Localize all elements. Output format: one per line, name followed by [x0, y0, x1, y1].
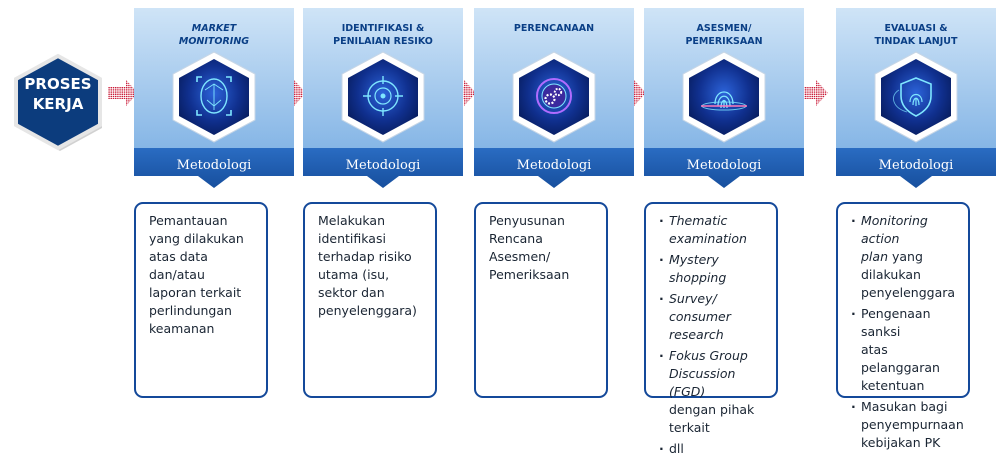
stage-title-line: MARKET	[191, 23, 237, 34]
description-line: sektor dan	[318, 285, 385, 300]
methodology-label: Metodologi	[516, 158, 592, 173]
stage-card-1: MARKET MONITORING Metodologi	[134, 8, 294, 190]
methodology-label: Metodologi	[878, 158, 954, 173]
gears-icon	[512, 51, 596, 143]
description-item-text: research	[669, 327, 724, 342]
description-item: Thematic examination	[659, 212, 768, 248]
stage-card-3: PERENCANAAN Metodologi	[474, 8, 634, 190]
description-item-text: Fokus Group	[669, 348, 748, 363]
description-line: Pemantauan	[149, 213, 228, 228]
start-line-1: PROSES	[24, 75, 92, 93]
description-item-text: atas pelanggaran	[861, 342, 940, 375]
description-line: dan/atau	[149, 267, 205, 282]
description-item-text: plan	[861, 249, 888, 264]
description-item: Monitoring action plan yang dilakukan peny…	[851, 212, 960, 302]
description-line: terhadap risiko	[318, 249, 412, 264]
methodology-label: Metodologi	[345, 158, 421, 173]
description-item-text: dengan pihak terkait	[669, 402, 755, 435]
stage-title-line: PERENCANAAN	[513, 23, 595, 34]
stage-description-2: Melakukan identifikasi terhadap risiko utam…	[303, 202, 437, 398]
description-line: Asesmen/	[489, 249, 551, 264]
description-line: yang dilakukan	[149, 231, 244, 246]
methodology-label: Metodologi	[176, 158, 252, 173]
stage-card-2: IDENTIFIKASI & PENILAIAN RESIKO Metodologi	[303, 8, 463, 190]
description-item-text: ketentuan	[861, 378, 925, 393]
stage-title-line: MONITORING	[178, 36, 250, 47]
stage-title: PERENCANAAN	[480, 22, 628, 35]
description-line: penyelenggara)	[318, 303, 417, 318]
flow-arrow-1	[108, 80, 138, 106]
stage-title-line: EVALUASI &	[884, 23, 948, 34]
description-item-text: dll	[669, 441, 684, 456]
stage-description-4: Thematic examinationMystery shoppingSurve…	[644, 202, 778, 458]
description-line: utama (isu,	[318, 267, 390, 282]
description-item-tail: yang dilakukan	[861, 249, 923, 282]
start-badge: PROSES KERJA	[8, 52, 108, 152]
description-list: Monitoring action plan yang dilakukan peny…	[851, 212, 964, 452]
description-line: Penyusunan	[489, 213, 565, 228]
start-label: PROSES KERJA	[8, 74, 108, 114]
description-line: Pemeriksaan	[489, 267, 570, 282]
description-item-text: Monitoring action	[861, 213, 928, 246]
description-line: atas data	[149, 249, 208, 264]
start-line-2: KERJA	[32, 95, 84, 113]
description-item-text: penyelenggara	[861, 285, 956, 300]
stage-title-line: ASESMEN/	[696, 23, 752, 34]
stage-title-line: PEMERIKSAAN	[685, 36, 763, 47]
stage-card-5: EVALUASI & TINDAK LANJUT Metodologi	[836, 8, 996, 190]
description-line: laporan terkait	[149, 285, 242, 300]
target-scan-icon	[341, 51, 425, 143]
stage-title: EVALUASI & TINDAK LANJUT	[842, 22, 990, 48]
shield-fingerprint-icon	[874, 51, 958, 143]
description-item-text: Survey/ consumer	[669, 291, 731, 324]
description-line: Melakukan	[318, 213, 385, 228]
fingerprint-scan-icon	[682, 51, 766, 143]
stage-title: MARKET MONITORING	[140, 22, 288, 48]
description-item-text: Masukan bagi	[861, 399, 948, 414]
description-line: identifikasi	[318, 231, 386, 246]
stage-description-5: Monitoring action plan yang dilakukan peny…	[836, 202, 970, 450]
stage-title: IDENTIFIKASI & PENILAIAN RESIKO	[309, 22, 457, 48]
flow-arrow-5	[798, 80, 828, 106]
description-item-text: Discussion (FGD)	[669, 366, 736, 399]
description-item-text: examination	[669, 231, 747, 246]
description-line: Rencana	[489, 231, 543, 246]
description-item-text: Pengenaan sanksi	[861, 306, 931, 339]
description-list: Thematic examinationMystery shoppingSurve…	[659, 212, 768, 458]
description-item: Mystery shopping	[659, 251, 768, 287]
description-item-text: Thematic	[669, 213, 728, 228]
description-item-text: kebijakan PK	[861, 435, 941, 450]
start-hexagon	[14, 53, 102, 151]
description-item-text: Mystery shopping	[669, 252, 727, 285]
description-line: perlindungan	[149, 303, 232, 318]
stage-description-1: Pemantauan yang dilakukan atas data dan/ata…	[134, 202, 268, 398]
methodology-label: Metodologi	[686, 158, 762, 173]
stage-card-4: ASESMEN/PEMERIKSAAN Metodologi	[644, 8, 804, 190]
description-item: Masukan bagi penyempurnaan kebijakan PK	[851, 398, 964, 452]
description-line: keamanan	[149, 321, 215, 336]
face-scan-icon	[172, 51, 256, 143]
stage-title: ASESMEN/PEMERIKSAAN	[650, 22, 798, 48]
description-item: dll	[659, 440, 768, 458]
stage-title-line: IDENTIFIKASI &	[341, 23, 425, 34]
description-item-text: penyempurnaan	[861, 417, 964, 432]
description-item: Survey/ consumer research	[659, 290, 768, 344]
stage-title-line: PENILAIAN RESIKO	[333, 36, 433, 47]
stage-title-line: TINDAK LANJUT	[874, 36, 958, 47]
